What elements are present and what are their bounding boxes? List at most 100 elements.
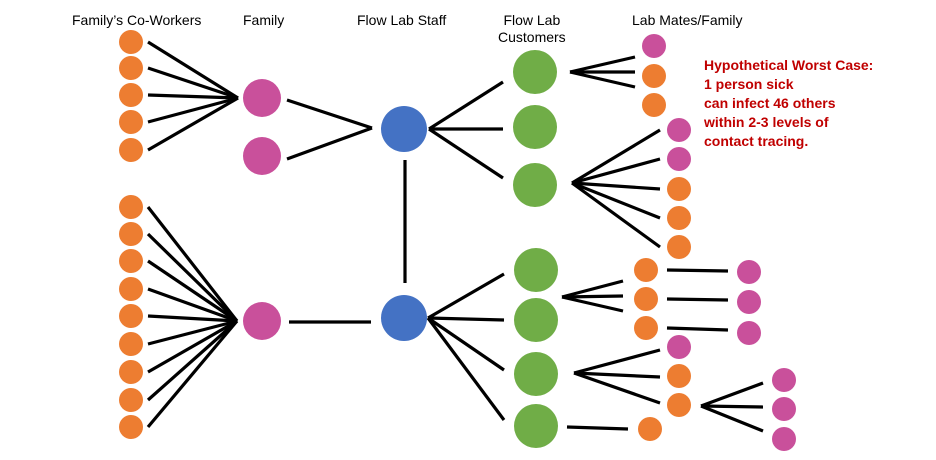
header-family-coworkers: Family’s Co-Workers <box>72 12 202 28</box>
connection-line <box>426 317 506 421</box>
lab-mate-node <box>642 64 666 88</box>
coworker-node <box>119 332 143 356</box>
header-flow-lab-staff: Flow Lab Staff <box>357 12 447 28</box>
coworker-node <box>119 277 143 301</box>
connection-line <box>571 128 661 185</box>
header-family: Family <box>243 12 285 28</box>
contact-family-node <box>737 260 761 284</box>
header-flow-lab-customers: Flow Lab Customers <box>498 12 566 46</box>
connection-line <box>286 126 373 161</box>
connection-line <box>147 96 239 152</box>
connection-line <box>147 287 238 323</box>
connection-lines <box>146 40 764 433</box>
lab-mate-node <box>667 206 691 230</box>
connection-line <box>573 348 661 375</box>
customer-node <box>513 105 557 149</box>
coworker-node <box>119 83 143 107</box>
note-line-2: 1 person sick <box>704 76 794 92</box>
coworker-node <box>119 138 143 162</box>
coworker-node <box>119 56 143 80</box>
header-lab-mates-family: Lab Mates/Family <box>632 12 743 28</box>
connection-line <box>428 127 504 180</box>
lab-mate-family-node <box>667 147 691 171</box>
connection-line <box>569 55 636 74</box>
coworker-node <box>119 360 143 384</box>
connection-line <box>428 80 504 131</box>
connection-line <box>146 319 239 429</box>
connection-line <box>571 181 661 191</box>
connection-line <box>700 404 764 409</box>
note-line-4: within 2-3 levels of <box>704 114 829 130</box>
connection-line <box>146 319 239 402</box>
customer-node <box>514 298 558 342</box>
lab-mate-family-node <box>667 335 691 359</box>
connection-line <box>573 371 661 379</box>
connection-line <box>666 326 729 332</box>
coworker-node <box>119 415 143 439</box>
lab-mate-node <box>667 364 691 388</box>
connection-line <box>700 404 764 433</box>
connection-line <box>147 66 239 100</box>
connection-line <box>147 319 238 346</box>
connection-line <box>427 316 505 322</box>
connection-line <box>146 206 239 322</box>
lab-mate-node <box>667 177 691 201</box>
lab-mate-node <box>634 316 658 340</box>
lab-mate-family-node <box>667 118 691 142</box>
customer-node <box>513 163 557 207</box>
contact-family-node <box>772 368 796 392</box>
connection-line <box>147 259 238 323</box>
connection-line <box>566 425 629 431</box>
person-nodes <box>119 30 796 451</box>
lab-mate-node <box>642 93 666 117</box>
coworker-node <box>119 195 143 219</box>
family-member-node <box>243 302 281 340</box>
coworker-node <box>119 222 143 246</box>
coworker-node <box>119 110 143 134</box>
header-customers-line1: Flow Lab <box>503 12 561 28</box>
connection-line <box>427 316 505 372</box>
connection-line <box>666 268 729 273</box>
connection-line <box>561 295 624 313</box>
contact-family-node <box>737 321 761 345</box>
connection-line <box>286 98 373 130</box>
connection-line <box>666 297 729 302</box>
header-customers-line2: Customers <box>498 29 566 45</box>
connection-line <box>147 93 239 100</box>
connection-line <box>569 70 636 89</box>
connection-line <box>571 181 661 220</box>
connection-line <box>700 381 764 408</box>
note-line-3: can infect 46 others <box>704 95 836 111</box>
coworker-node <box>119 388 143 412</box>
coworker-node <box>119 304 143 328</box>
staff-node <box>381 106 427 152</box>
lab-mate-node <box>667 393 691 417</box>
lab-mate-family-node <box>642 34 666 58</box>
connection-line <box>147 96 239 124</box>
connection-line <box>146 232 239 323</box>
lab-mate-node <box>634 258 658 282</box>
connection-line <box>571 181 661 249</box>
lab-mate-node <box>638 417 662 441</box>
connection-line <box>573 371 661 405</box>
contact-family-node <box>737 290 761 314</box>
connection-line <box>571 157 661 185</box>
customer-node <box>513 50 557 94</box>
contact-family-node <box>772 397 796 421</box>
connection-line <box>147 314 238 323</box>
note-line-5: contact tracing. <box>704 133 809 149</box>
coworker-node <box>119 30 143 54</box>
connection-line <box>561 294 624 299</box>
coworker-node <box>119 249 143 273</box>
lab-mate-node <box>667 235 691 259</box>
family-member-node <box>243 137 281 175</box>
staff-node <box>381 295 427 341</box>
connection-line <box>147 40 239 100</box>
connection-line <box>561 279 624 299</box>
lab-mate-node <box>634 287 658 311</box>
connection-line <box>427 272 505 320</box>
family-member-node <box>243 79 281 117</box>
customer-node <box>514 404 558 448</box>
contact-family-node <box>772 427 796 451</box>
